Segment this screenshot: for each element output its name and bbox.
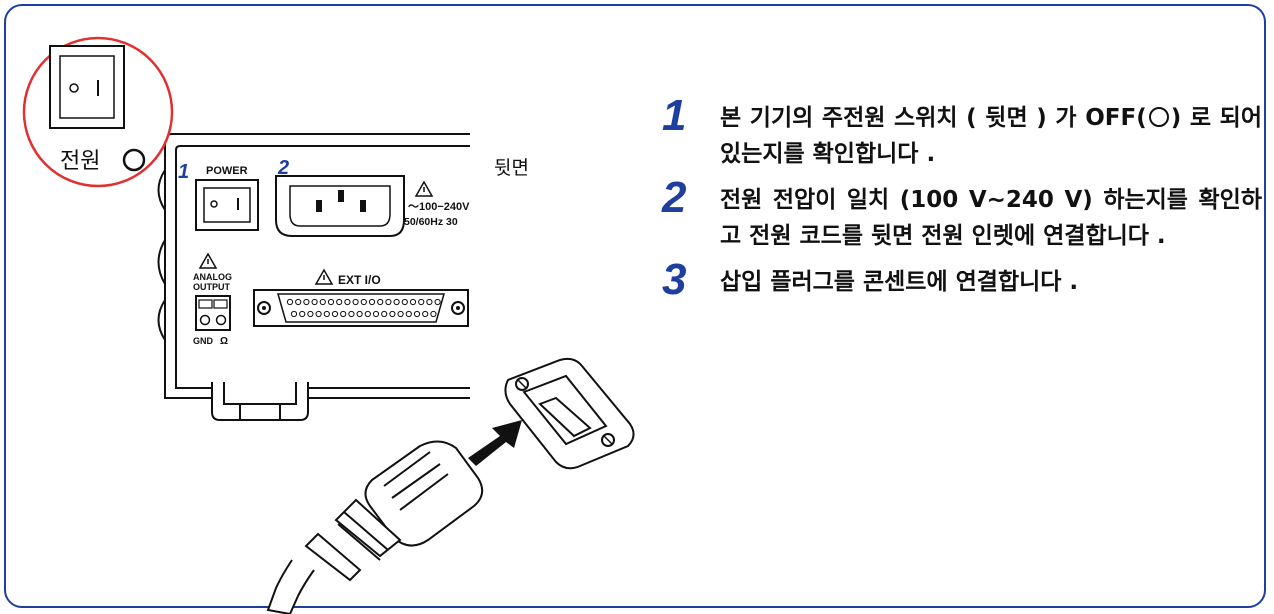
step-2: 2 전원 전압이 일치 (100 V~240 V) 하는지를 확인하고 전원 코… bbox=[662, 176, 1262, 254]
connector-pin bbox=[356, 310, 363, 318]
connector-pin bbox=[381, 310, 388, 318]
step-3: 3 삽입 플러그를 콘센트에 연결합니다 . bbox=[662, 258, 1262, 302]
connector-pin bbox=[426, 298, 433, 306]
connector-pin bbox=[323, 310, 330, 318]
device-foot bbox=[211, 382, 309, 421]
connector-pin bbox=[290, 310, 298, 318]
step-number: 1 bbox=[662, 91, 687, 140]
voltage-rating: ～100−240V bbox=[408, 201, 470, 213]
connector-pin bbox=[340, 310, 347, 318]
panel-power-inlet bbox=[275, 175, 405, 237]
connector-pin bbox=[418, 298, 425, 306]
instruction-steps: 1 본 기기의 주전원 스위치 ( 뒷면 ) 가 OFF() 로 되어 있는지를… bbox=[662, 94, 1262, 302]
gnd-label: GND bbox=[193, 336, 214, 346]
connector-pin bbox=[364, 310, 371, 318]
connector-pin bbox=[413, 310, 421, 318]
power-cord-plug bbox=[266, 440, 484, 614]
connector-pin bbox=[389, 310, 396, 318]
step-number: 3 bbox=[662, 255, 687, 304]
connector-pin bbox=[331, 310, 339, 318]
step-1: 1 본 기기의 주전원 스위치 ( 뒷면 ) 가 OFF() 로 되어 있는지를… bbox=[662, 94, 1262, 172]
panel-power-switch bbox=[195, 179, 259, 231]
connector-pin bbox=[344, 298, 351, 306]
connector-pin bbox=[319, 298, 326, 306]
connector-pin bbox=[397, 310, 404, 318]
connector-pin bbox=[405, 310, 412, 318]
connector-pin bbox=[360, 298, 367, 306]
connector-pin bbox=[372, 310, 380, 318]
ohm-label: Ω bbox=[220, 336, 228, 347]
connector-pin bbox=[315, 310, 322, 318]
connector-pin bbox=[434, 298, 441, 306]
analog-output-terminal bbox=[195, 295, 231, 331]
output-label: OUTPUT bbox=[193, 282, 231, 292]
insert-arrow-icon bbox=[468, 420, 522, 466]
connector-pin bbox=[327, 298, 335, 306]
circle-off-icon bbox=[122, 148, 146, 172]
power-switch-inset: 전원 bbox=[22, 36, 174, 188]
frequency-rating: 50/60Hz 30 bbox=[404, 216, 458, 228]
connector-pin bbox=[385, 298, 392, 306]
inlet-plug-part bbox=[504, 357, 635, 470]
connector-pin bbox=[311, 298, 318, 306]
connector-pin bbox=[393, 298, 400, 306]
step-1-text-b: ) 로 되어 있는지를 확인합니다 . bbox=[720, 105, 1262, 167]
connector-pin bbox=[303, 298, 310, 306]
connector-pin bbox=[286, 298, 294, 306]
connector-pin bbox=[295, 298, 302, 306]
analog-label: ANALOG bbox=[193, 272, 232, 282]
connector-pin bbox=[377, 298, 384, 306]
ext-io-connector bbox=[253, 289, 469, 327]
connector-pin bbox=[422, 310, 429, 318]
ext-io-label: EXT I/O bbox=[338, 273, 381, 287]
connector-pin bbox=[368, 298, 376, 306]
step-number: 2 bbox=[662, 173, 687, 222]
power-text: POWER bbox=[206, 165, 248, 177]
connector-pin bbox=[348, 310, 355, 318]
connector-pin bbox=[430, 310, 437, 318]
connector-pin bbox=[352, 298, 359, 306]
step-3-text: 삽입 플러그를 콘센트에 연결합니다 . bbox=[720, 269, 1079, 295]
warning-icon bbox=[198, 180, 434, 285]
connector-pin bbox=[336, 298, 343, 306]
connector-pin bbox=[409, 298, 417, 306]
connector-pin bbox=[299, 310, 306, 318]
callout-2: 2 bbox=[277, 157, 289, 179]
connector-pin bbox=[401, 298, 408, 306]
callout-1: 1 bbox=[178, 161, 189, 183]
circle-off-icon bbox=[1148, 107, 1169, 127]
inset-power-label: 전원 bbox=[60, 149, 100, 174]
step-2-text: 전원 전압이 일치 (100 V~240 V) 하는지를 확인하고 전원 코드를… bbox=[720, 187, 1262, 249]
step-1-text-a: 본 기기의 주전원 스위치 ( 뒷면 ) 가 OFF( bbox=[720, 105, 1147, 131]
rear-side-label: 뒷면 bbox=[494, 157, 529, 179]
connector-pin bbox=[307, 310, 314, 318]
